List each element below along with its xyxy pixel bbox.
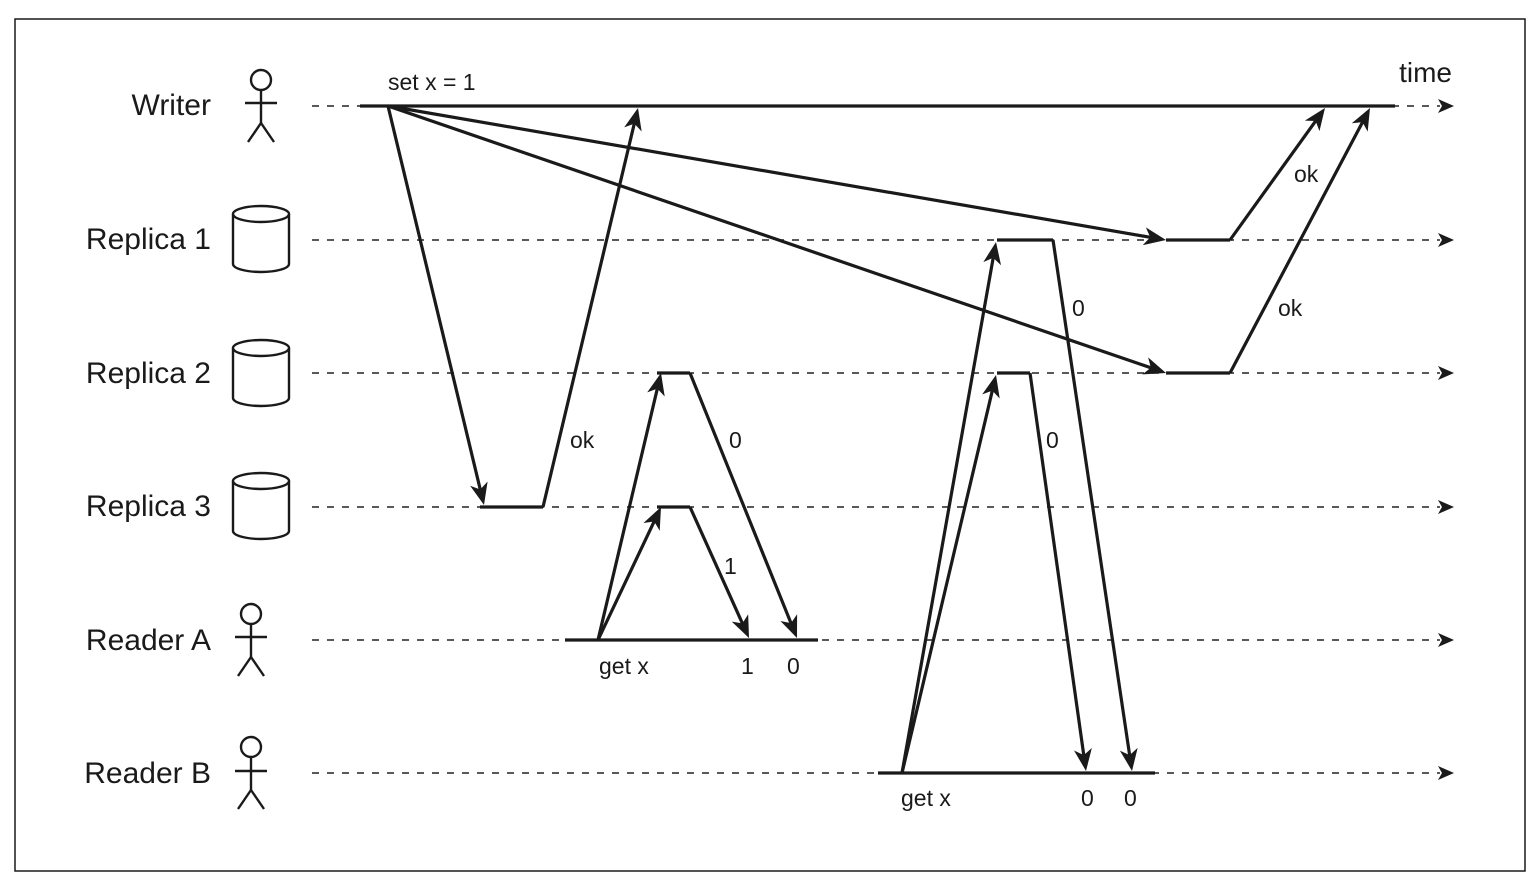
ok-response-arrow-replica-2 — [1228, 121, 1364, 374]
diagram-frame — [14, 18, 1526, 872]
lane-label-writer: Writer — [132, 89, 211, 122]
read-response-arrow-replica-3-to-a — [688, 506, 744, 625]
ok-label-replica-1: ok — [1294, 161, 1319, 187]
reader-b-result-2: 0 — [1124, 785, 1137, 811]
write-request-arrow-to-replica-2 — [387, 104, 1152, 370]
response-label-replica-1-to-b: 0 — [1072, 295, 1085, 321]
read-request-arrow-b-to-replica-2-head — [982, 375, 1000, 399]
write-request-arrow-to-replica-3 — [386, 105, 482, 490]
lane-label-replica-3: Replica 3 — [86, 490, 211, 523]
ok-label-replica-2: ok — [1278, 295, 1303, 321]
lane-label-reader-a: Reader A — [86, 624, 211, 657]
write-request-arrow-to-replica-2-head — [1142, 357, 1166, 375]
read-response-arrow-replica-1-to-b-head — [1119, 747, 1138, 771]
reader-a-result-1: 1 — [741, 653, 754, 679]
read-response-arrow-replica-2-to-a — [688, 372, 793, 624]
write-request-arrow-to-replica-3-head — [470, 481, 488, 505]
read-response-arrow-replica-3-to-a-head — [731, 614, 749, 638]
set-x-label: set x = 1 — [388, 69, 476, 95]
reader-b-result-1: 0 — [1081, 785, 1094, 811]
ok-label-replica-3: ok — [570, 427, 595, 453]
response-label-replica-3-to-a: 1 — [724, 553, 737, 579]
read-request-arrow-b-to-replica-1 — [900, 257, 995, 774]
ok-response-arrow-replica-1-head — [1304, 108, 1325, 132]
get-x-label-reader-a: get x — [599, 653, 649, 679]
lane-label-replica-2: Replica 2 — [86, 357, 211, 390]
time-axis-label: time — [1399, 57, 1452, 88]
reader-b-stick-figure-icon — [235, 735, 267, 810]
read-request-arrow-a-to-replica-3-head — [643, 507, 661, 531]
get-x-label-reader-b: get x — [901, 785, 951, 811]
replica-2-database-cylinder-icon — [231, 338, 291, 408]
replica-3-database-cylinder-icon — [231, 471, 291, 541]
response-label-replica-2-to-b: 0 — [1046, 427, 1059, 453]
read-request-arrow-a-to-replica-2-head — [647, 373, 665, 397]
read-response-arrow-replica-1-to-b — [1051, 239, 1132, 756]
read-request-arrow-b-to-replica-1-head — [983, 242, 1002, 266]
lane-label-replica-1: Replica 1 — [86, 223, 211, 256]
write-request-arrow-to-replica-1-head — [1142, 227, 1166, 246]
lane-label-reader-b: Reader B — [84, 757, 211, 790]
writer-stick-figure-icon — [245, 68, 277, 143]
ok-response-arrow-replica-3 — [541, 123, 636, 508]
timeline-arrowheads — [1438, 99, 1454, 780]
ok-response-arrow-replica-3-head — [624, 108, 642, 132]
reader-a-result-2: 0 — [787, 653, 800, 679]
replica-1-database-cylinder-icon — [231, 204, 291, 274]
read-request-arrow-a-to-replica-2 — [596, 388, 659, 641]
write-request-arrow-to-replica-1 — [387, 104, 1151, 239]
read-response-arrow-replica-2-to-b — [1028, 372, 1086, 756]
read-request-arrow-b-to-replica-2 — [900, 390, 994, 774]
read-response-arrow-replica-2-to-a-head — [780, 614, 798, 638]
ok-response-arrow-replica-2-head — [1351, 108, 1370, 132]
response-label-replica-2-to-a: 0 — [729, 427, 742, 453]
message-arrows — [386, 104, 1370, 774]
read-response-arrow-replica-2-to-b-head — [1074, 747, 1092, 771]
reader-a-stick-figure-icon — [235, 602, 267, 677]
read-request-arrow-a-to-replica-3 — [596, 520, 656, 641]
ok-response-arrow-replica-1 — [1228, 120, 1317, 241]
